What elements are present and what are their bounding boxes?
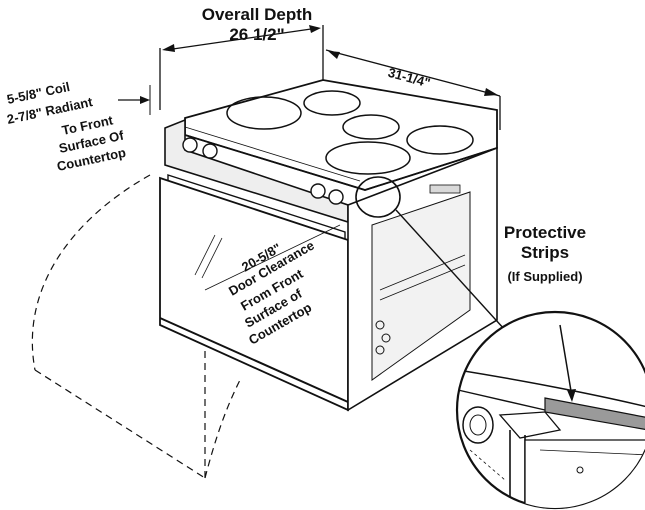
protective-strips-callout: Protective Strips (If Supplied) [504,223,586,284]
overall-depth-label: Overall Depth [202,5,313,24]
control-knob-right-2 [328,189,344,205]
control-knob-right-1 [310,183,326,199]
protective-strips-title: Protective [504,223,586,242]
burner-center [342,114,400,140]
overall-depth-value: 26 1/2" [229,25,284,44]
burner-rear-center [303,90,361,116]
protective-strip-detail [455,310,645,510]
control-knob-left-1 [182,137,198,153]
burner-right [406,125,474,155]
protective-strip [544,397,645,433]
overall-depth-dimension: Overall Depth 26 1/2" [159,5,324,110]
strip-callout-circle [355,176,401,218]
burner-rear-left [226,96,302,130]
coil-radiant-dimension: 5-5/8" Coil 2-7/8" Radiant To Front Surf… [6,79,151,174]
burner-front [325,141,411,175]
width-value: 31-1/4" [386,65,431,91]
range-appliance [159,79,506,412]
if-supplied-note: (If Supplied) [507,269,582,284]
detail-knob [462,406,494,444]
control-knob-left-2 [202,143,218,159]
protective-strips-title-line2: Strips [521,243,569,262]
